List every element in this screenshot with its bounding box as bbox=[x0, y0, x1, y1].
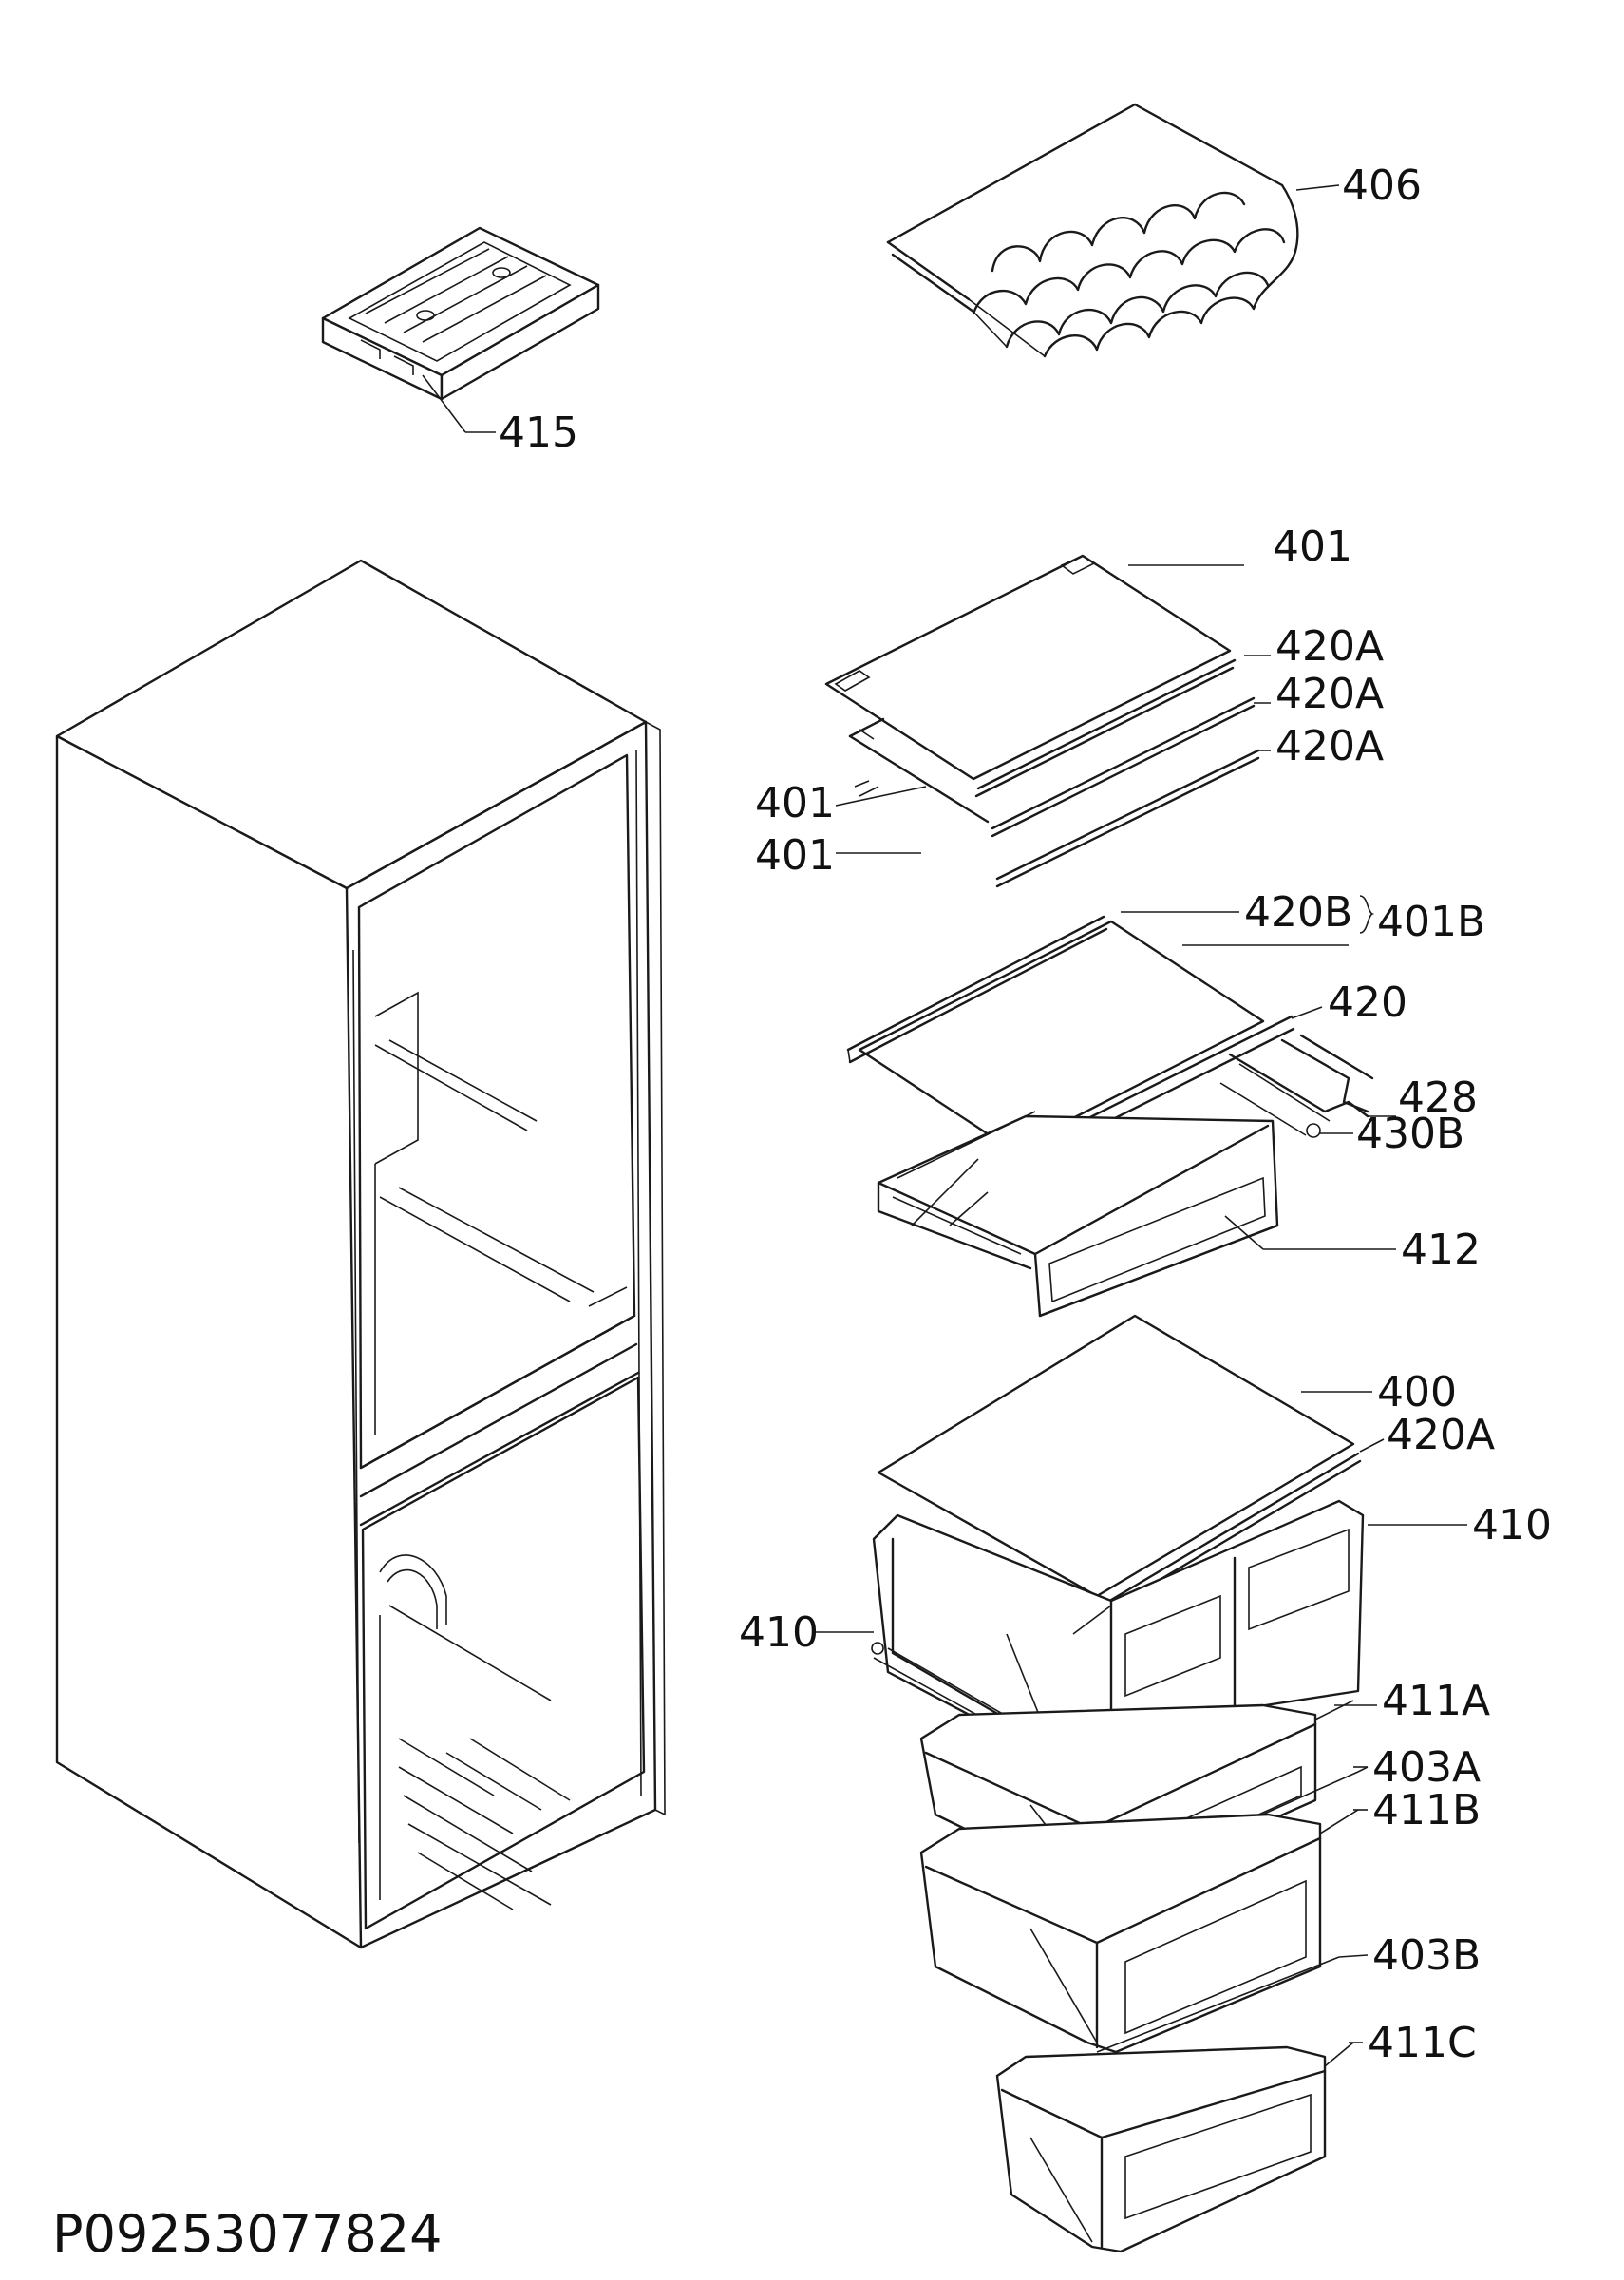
callout-412: 412 bbox=[1401, 1226, 1481, 1274]
callout-403A: 403A bbox=[1372, 1743, 1481, 1792]
document-code: P09253077824 bbox=[52, 2204, 442, 2264]
callout-420A: 420A bbox=[1387, 1411, 1495, 1459]
callout-420B: 420B bbox=[1244, 888, 1352, 937]
fridge-cabinet bbox=[55, 559, 666, 1949]
callout-401B: 401B bbox=[1377, 898, 1485, 946]
callout-420: 420 bbox=[1328, 978, 1407, 1027]
part-415-filter-box bbox=[321, 226, 600, 401]
callout-420A: 420A bbox=[1275, 670, 1384, 718]
part-401B-shelf-assembly bbox=[846, 915, 1374, 1159]
callout-415: 415 bbox=[499, 408, 578, 457]
callout-403B: 403B bbox=[1372, 1931, 1481, 1980]
part-412-drawer bbox=[877, 1111, 1279, 1318]
callout-420A: 420A bbox=[1275, 722, 1384, 770]
callout-401: 401 bbox=[755, 779, 835, 827]
callout-401: 401 bbox=[1273, 522, 1352, 571]
callout-labels: 406 415 401 420A 420A 420A 401 401 420B … bbox=[499, 162, 1552, 2067]
callout-430B: 430B bbox=[1356, 1110, 1464, 1158]
callout-411A: 411A bbox=[1382, 1677, 1490, 1725]
part-406-bottle-rack bbox=[886, 103, 1299, 358]
callout-428: 428 bbox=[1398, 1074, 1478, 1122]
callout-406: 406 bbox=[1342, 162, 1422, 210]
callout-401: 401 bbox=[755, 831, 835, 880]
callout-400: 400 bbox=[1377, 1368, 1457, 1416]
callout-410: 410 bbox=[1472, 1501, 1552, 1549]
part-401-glass-shelves bbox=[824, 554, 1260, 888]
callout-411C: 411C bbox=[1368, 2019, 1477, 2067]
callout-420A: 420A bbox=[1275, 622, 1384, 671]
part-411C-drawer bbox=[995, 2045, 1327, 2253]
callout-410: 410 bbox=[739, 1608, 819, 1657]
part-411B-drawer bbox=[919, 1813, 1322, 2054]
callout-411B: 411B bbox=[1372, 1786, 1481, 1834]
